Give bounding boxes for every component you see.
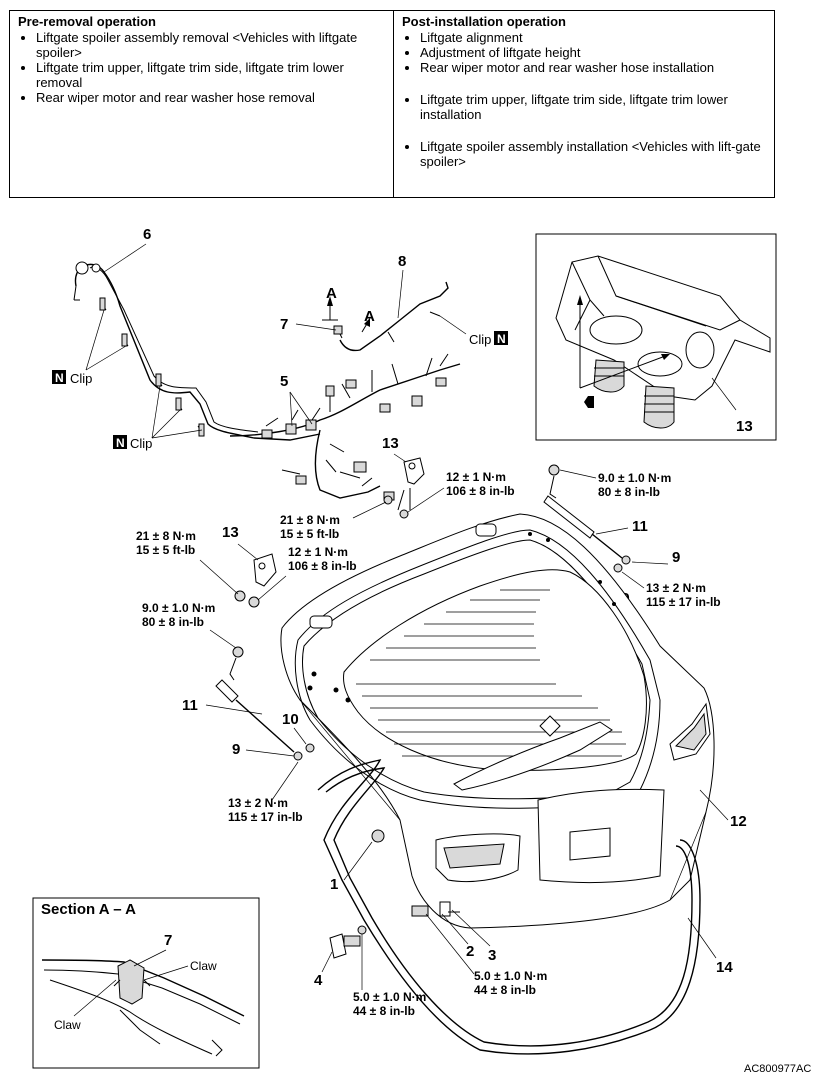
- callout-13: 13: [222, 524, 239, 541]
- section-a-a-inset: [32, 897, 260, 1069]
- callout-10: 10: [282, 711, 299, 728]
- pre-removal-title: Pre-removal operation: [18, 14, 156, 29]
- clip-label-right: Clip: [469, 332, 491, 347]
- post-installation-column: Post-installation operation Liftgate ali…: [394, 11, 774, 197]
- section-callout-7: 7: [164, 932, 172, 949]
- torque-spec: 13 ± 2 N·m: [228, 796, 288, 810]
- claw-label: Claw: [54, 1018, 81, 1032]
- n-badge-left: N: [52, 370, 66, 385]
- callout-8: 8: [398, 253, 406, 270]
- torque-spec: 21 ± 8 N·m: [136, 529, 196, 543]
- operations-table: Pre-removal operation Liftgate spoiler a…: [9, 10, 775, 198]
- torque-spec: 13 ± 2 N·m: [646, 581, 706, 595]
- inset-bracket-view: [535, 233, 777, 441]
- torque-spec: 9.0 ± 1.0 N·m: [598, 471, 671, 485]
- callout-3: 3: [488, 947, 496, 964]
- callout-11: 11: [182, 697, 198, 714]
- weatherstrip: [317, 759, 701, 1055]
- post-installation-item: Rear wiper motor and rear washer hose in…: [420, 60, 766, 75]
- torque-spec: 44 ± 8 in-lb: [474, 983, 536, 997]
- torque-spec: 80 ± 8 in-lb: [142, 615, 204, 629]
- gas-strut-left: [215, 646, 315, 761]
- callout-9: 9: [232, 741, 240, 758]
- torque-spec: 5.0 ± 1.0 N·m: [474, 969, 547, 983]
- callout-4: 4: [314, 972, 323, 989]
- n-badge-text: N: [497, 332, 506, 346]
- post-installation-list: Liftgate alignment Adjustment of liftgat…: [402, 30, 766, 169]
- torque-spec: 9.0 ± 1.0 N·m: [142, 601, 215, 615]
- wiring-harness: [229, 353, 461, 501]
- section-title: Section A – A: [41, 901, 136, 918]
- section-marker-a: A: [326, 285, 337, 302]
- torque-spec: 115 ± 17 in-lb: [646, 595, 721, 609]
- n-badge-mid: N: [113, 435, 127, 450]
- torque-spec: 15 ± 5 ft-lb: [136, 543, 195, 557]
- callout-7: 7: [280, 316, 288, 333]
- drawing-code: AC800977AC: [744, 1063, 811, 1075]
- n-badge-text: N: [55, 371, 64, 385]
- callout-12: 12: [730, 813, 747, 830]
- post-installation-item: Adjustment of liftgate height: [420, 45, 766, 60]
- post-installation-item: Liftgate trim upper, liftgate trim side,…: [420, 92, 766, 122]
- pre-removal-list: Liftgate spoiler assembly removal <Vehic…: [18, 30, 385, 105]
- torque-spec: 80 ± 8 in-lb: [598, 485, 660, 499]
- torque-spec: 21 ± 8 N·m: [280, 513, 340, 527]
- n-badge-right: N: [494, 331, 508, 346]
- n-badge-text: N: [116, 436, 125, 450]
- torque-spec: 106 ± 8 in-lb: [446, 484, 515, 498]
- pre-removal-item: Liftgate trim upper, liftgate trim side,…: [36, 60, 385, 90]
- torque-spec: 115 ± 17 in-lb: [228, 810, 303, 824]
- gas-strut-right: [543, 464, 631, 573]
- liftgate-panel: [280, 513, 715, 929]
- callout-6: 6: [143, 226, 151, 243]
- torque-spec: 106 ± 8 in-lb: [288, 559, 357, 573]
- callout-13: 13: [736, 418, 753, 435]
- callout-9: 9: [672, 549, 680, 566]
- clip-label-mid: Clip: [130, 436, 152, 451]
- callout-14: 14: [716, 959, 733, 976]
- pre-removal-column: Pre-removal operation Liftgate spoiler a…: [10, 11, 394, 197]
- claw-label: Claw: [190, 959, 217, 973]
- torque-spec: 15 ± 5 ft-lb: [280, 527, 339, 541]
- washer-hose: [73, 261, 321, 441]
- torque-spec: 12 ± 1 N·m: [288, 545, 348, 559]
- callout-11: 11: [632, 518, 648, 535]
- callout-13: 13: [382, 435, 399, 452]
- pre-removal-item: Rear wiper motor and rear washer hose re…: [36, 90, 385, 105]
- post-installation-item: Liftgate alignment: [420, 30, 766, 45]
- callout-5: 5: [280, 373, 288, 390]
- clip-parts: [99, 297, 205, 437]
- section-marker-a: A: [364, 308, 375, 325]
- callout-1: 1: [330, 876, 338, 893]
- post-installation-item: Liftgate spoiler assembly installation <…: [420, 139, 766, 169]
- torque-spec: 5.0 ± 1.0 N·m: [353, 990, 426, 1004]
- torque-spec: 44 ± 8 in-lb: [353, 1004, 415, 1018]
- pre-removal-item: Liftgate spoiler assembly removal <Vehic…: [36, 30, 385, 60]
- callout-2: 2: [466, 943, 474, 960]
- torque-spec: 12 ± 1 N·m: [446, 470, 506, 484]
- clip-label-left: Clip: [70, 371, 92, 386]
- post-installation-title: Post-installation operation: [402, 14, 566, 29]
